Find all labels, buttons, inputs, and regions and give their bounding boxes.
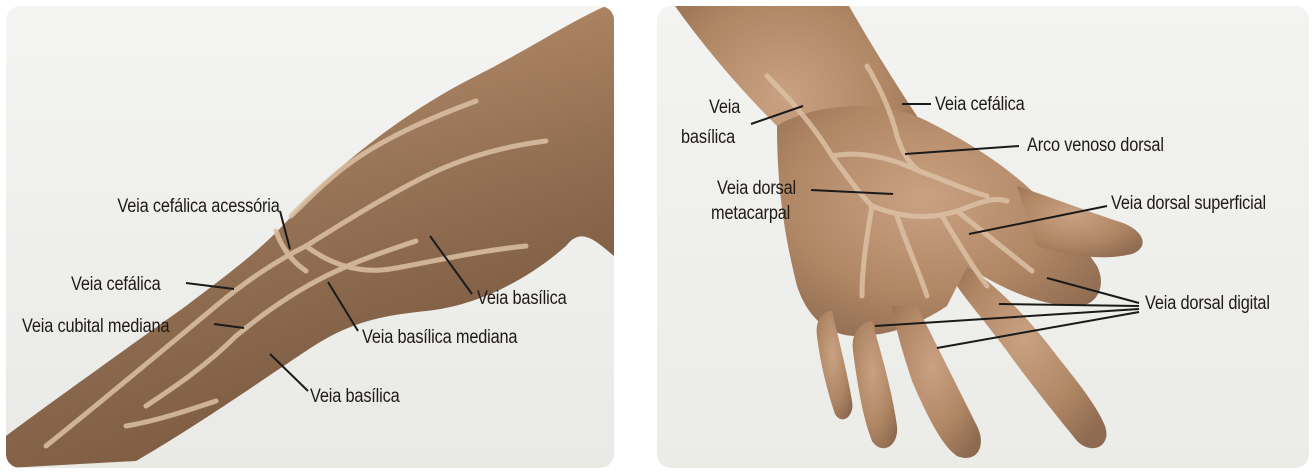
label-dorsal-metacarpal-line1: Veia dorsal [717,178,796,199]
hand-illustration [657,6,1309,468]
label-cefalica: Veia cefálica [71,274,161,295]
label-cefalica-acessoria: Veia cefálica acessória [118,196,280,217]
label-basilica-line2: basílica [681,127,735,148]
label-basilica-mediana: Veia basílica mediana [362,327,517,348]
forearm-figure: Veia cefálica acessória Veia cefálica Ve… [6,6,614,468]
label-dorsal-superficial: Veia dorsal superficial [1111,193,1266,214]
label-cubital-mediana: Veia cubital mediana [22,316,169,337]
label-arco-venoso-dorsal: Arco venoso dorsal [1027,135,1164,156]
label-dorsal-metacarpal-line2: metacarpal [711,203,790,224]
label-cefalica: Veia cefálica [935,94,1025,115]
hand-figure: Veia basílica Veia cefálica Arco venoso … [657,6,1309,468]
label-basilica-line1: Veia [709,97,740,118]
label-dorsal-digital: Veia dorsal digital [1145,293,1270,314]
label-basilica-upper: Veia basílica [477,288,567,309]
label-basilica-lower: Veia basílica [310,386,400,407]
